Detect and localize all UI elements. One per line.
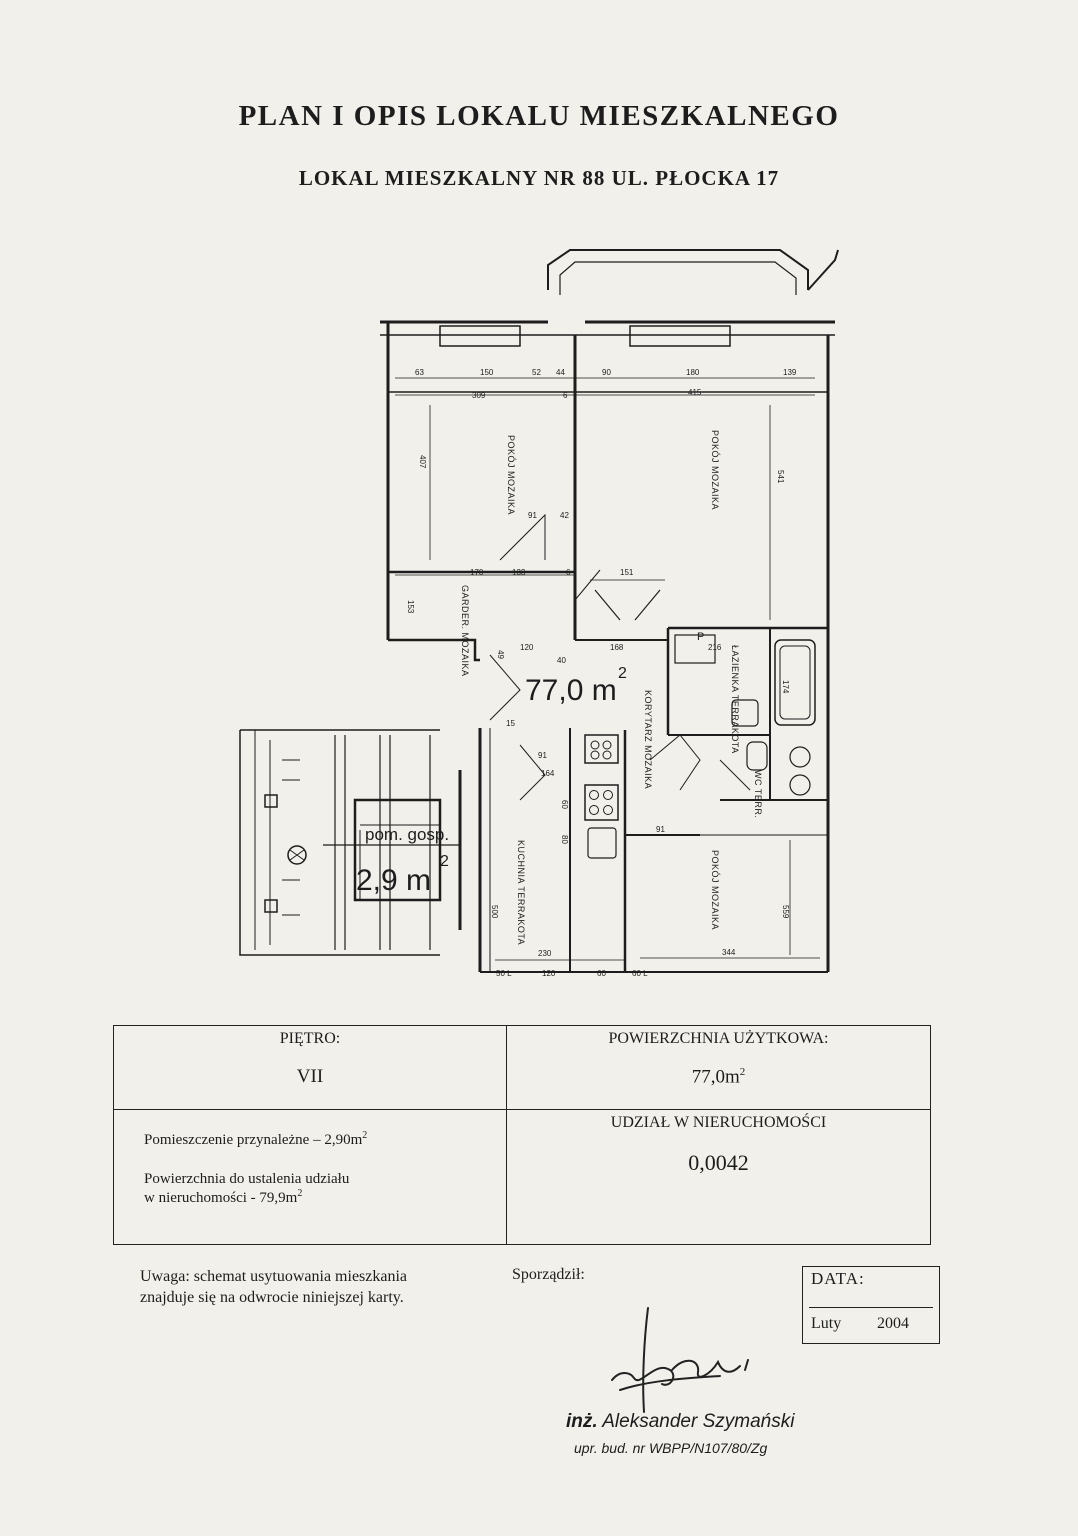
storage-area-label: 2,9 m [356,864,431,897]
window-right [629,325,731,347]
bay-window [547,249,809,290]
dim-80: 80 [560,835,569,844]
dim-44: 44 [556,368,565,377]
share-label: UDZIAŁ W NIERUCHOMOŚCI [610,1114,827,1131]
dim-216: 216 [708,643,722,652]
floor-cell: PIĘTRO: VII [113,1025,507,1110]
share-area-line1: Powierzchnia do ustalenia udziału [144,1171,350,1187]
share-value: 0,0042 [688,1150,749,1175]
dim-15: 15 [506,719,515,728]
dim-170: 170 [470,568,484,577]
dim-559: 559 [781,905,790,919]
window-left [439,325,521,347]
dim-42: 42 [560,511,569,520]
architect-stamp-name: inż. Aleksander Szymański [566,1411,795,1432]
dim-153: 153 [406,600,415,614]
dim-91b: 91 [538,751,547,760]
room-label-bathroom: ŁAZIENKA TERRAKOTA [730,645,740,754]
accessory-room-note: Pomieszczenie przynależne – 2,90m2 [144,1130,368,1148]
dim-407: 407 [418,455,427,469]
bathtub [774,639,816,726]
kitchen-cooker [584,784,619,821]
dim-52: 52 [532,368,541,377]
room-label-wardrobe: GARDER. MOZAIKA [460,585,470,677]
dim-230: 230 [538,949,552,958]
kitchen-sink [587,827,617,859]
storage-room-label: pom. gosp. [365,825,449,844]
usable-area-value: 77,0m2 [691,1066,746,1088]
total-area-exponent: 2 [618,665,627,682]
apartment-info-table: PIĘTRO: VII POWIERZCHNIA UŻYTKOWA: 77,0m… [113,1025,931,1245]
usable-area-cell: POWIERZCHNIA UŻYTKOWA: 77,0m2 [506,1025,931,1110]
share-area-line2: w nieruchomości - 79,9m2 [144,1188,303,1206]
date-label: DATA: [811,1269,865,1288]
dim-309: 309 [472,391,486,400]
dim-541: 541 [776,470,785,484]
remark-line1: Uwaga: schemat usytuowania mieszkania [140,1268,408,1285]
dim-63: 63 [415,368,424,377]
dim-60c: 60 L [632,969,648,978]
dim-151: 151 [620,568,634,577]
dim-90: 90 [602,368,611,377]
floor-value: VII [296,1066,324,1087]
storage-inset [239,729,440,956]
dim-180: 180 [686,368,700,377]
architect-license: upr. bud. nr WBPP/N107/80/Zg [574,1440,768,1456]
kitchen-stove [584,734,619,764]
room-label-room1: POKÓJ MOZAIKA [506,435,516,515]
handwritten-signature [611,1307,749,1413]
dim-91: 91 [528,511,537,520]
accessory-cell: Pomieszczenie przynależne – 2,90m2 Powie… [113,1109,507,1245]
room-label-room2: POKÓJ MOZAIKA [710,430,720,510]
dim-415: 415 [688,388,702,397]
dim-6: 6 [563,391,568,400]
remark-note: Uwaga: schemat usytuowania mieszkania zn… [140,1266,407,1308]
document-subtitle: LOKAL MIESZKALNY NR 88 UL. PŁOCKA 17 [298,166,780,190]
document-title: PLAN I OPIS LOKALU MIESZKALNEGO [238,100,840,132]
dim-60b: 60 [597,969,606,978]
dim-40: 40 [557,656,566,665]
dim-150: 150 [480,368,494,377]
storage-area-exponent: 2 [440,853,449,870]
dim-49: 49 [496,650,505,659]
dim-168: 168 [610,643,624,652]
dim-174: 174 [781,680,790,694]
dim-344: 344 [722,948,736,957]
dim-6b: 6 [566,568,571,577]
floor-label: PIĘTRO: [279,1030,341,1047]
dim-139: 139 [783,368,797,377]
room-label-corridor: KORYTARZ MOZAIKA [643,690,653,789]
room-label-wc: WC TERR. [753,770,763,818]
dim-120: 120 [520,643,534,652]
date-box: DATA: Luty 2004 [802,1266,940,1344]
remark-line2: znajduje się na odwrocie niniejszej kart… [140,1289,404,1306]
prepared-by-label: Sporządził: [512,1266,585,1283]
washbasin [731,699,759,727]
total-area-label: 77,0 m [525,674,617,707]
dim-133: 133 [512,568,526,577]
floor-plan: 63 150 52 44 90 180 139 309 415 6 407 54… [239,249,839,978]
dim-120b: 120 [542,969,556,978]
toilet [746,741,768,771]
storage-drain-icon [287,845,307,865]
plan-p-label: P [697,631,704,643]
dim-500: 500 [490,905,499,919]
room-label-room3: POKÓJ MOZAIKA [710,850,720,930]
date-month: Luty [811,1315,842,1332]
share-cell: UDZIAŁ W NIERUCHOMOŚCI 0,0042 [506,1109,931,1245]
dim-60: 60 [560,800,569,809]
date-year: 2004 [877,1315,909,1332]
usable-area-label: POWIERZCHNIA UŻYTKOWA: [608,1030,829,1047]
dim-50: 50 L [496,969,512,978]
dim-91c: 91 [656,825,665,834]
room-label-kitchen: KUCHNIA TERRAKOTA [516,840,526,945]
dim-164: 164 [541,769,555,778]
